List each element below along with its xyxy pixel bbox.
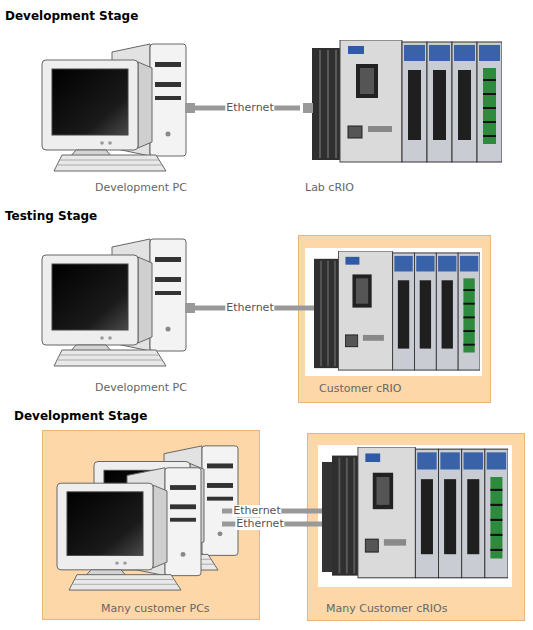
ethernet-cable (306, 522, 332, 527)
crio-node: Lab cRIO (300, 38, 505, 198)
ethernet-cable (190, 306, 298, 311)
ethernet-cable (260, 509, 307, 514)
section-heading: Testing Stage (5, 209, 97, 224)
ethernet-cable (306, 509, 332, 514)
ethernet-cable (298, 306, 318, 311)
section-heading: Development Stage (5, 9, 138, 24)
crio-illustration (314, 251, 480, 370)
node-label: Development PC (95, 381, 187, 395)
node-label: Development PC (95, 181, 187, 195)
crio-illustration (312, 40, 502, 162)
computer-illustration (57, 468, 201, 590)
ethernet-plug (185, 103, 195, 113)
section-heading: Development Stage (14, 409, 147, 424)
computer-illustration (42, 44, 186, 171)
ethernet-plug (185, 303, 195, 313)
connection-label: Ethernet (225, 102, 274, 114)
node-label: Customer cRIO (319, 382, 402, 396)
crio-illustration (332, 447, 508, 578)
ethernet-cable (222, 509, 262, 514)
connection-label: Ethernet (225, 302, 274, 314)
computer-illustration (42, 239, 186, 366)
node-label: Lab cRIO (305, 181, 354, 195)
image-panel (318, 445, 512, 587)
ethernet-cable (222, 522, 262, 527)
node-label: Many Customer cRIOs (326, 602, 447, 616)
group-box: Many customer PCs (42, 430, 260, 620)
ethernet-cable (260, 522, 307, 527)
chassis-back (322, 462, 334, 572)
computer-illustration (94, 446, 238, 570)
ethernet-plug (303, 103, 313, 113)
node-label: Many customer PCs (101, 602, 210, 616)
computer-node: Development PC (40, 38, 190, 198)
group-box: Customer cRIO (298, 235, 491, 403)
group-box: Many Customer cRIOs (307, 433, 525, 621)
image-panel (305, 248, 482, 376)
computer-node: Development PC (40, 235, 190, 398)
ethernet-cable (190, 106, 300, 111)
